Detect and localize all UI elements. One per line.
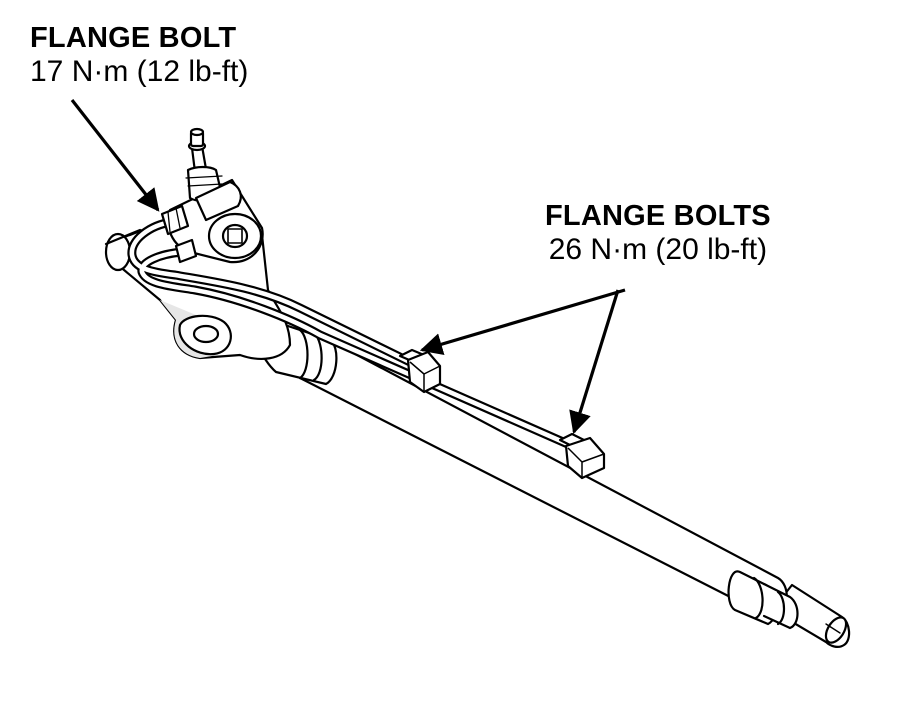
callout-flange-bolt: FLANGE BOLT 17 N·m (12 lb-ft) (30, 22, 248, 90)
callout-flange-bolts: FLANGE BOLTS 26 N·m (20 lb-ft) (545, 200, 771, 268)
arrow-flange-bolts-mid (419, 288, 626, 356)
flange-fittings (160, 204, 606, 480)
fitting-housing (174, 238, 198, 264)
rack-end-boot (727, 570, 799, 630)
callout-flange-bolts-title: FLANGE BOLTS (545, 200, 771, 232)
rack-housing-tube (298, 336, 788, 614)
callout-flange-bolts-torque: 26 N·m (20 lb-ft) (548, 233, 768, 267)
hydraulic-lines (127, 217, 575, 450)
callout-flange-bolt-title: FLANGE BOLT (30, 22, 237, 54)
flange-bolt-end (558, 432, 606, 480)
arrow-flange-bolts-end (569, 289, 620, 435)
flange-bolt-mid (398, 348, 442, 394)
flange-bolt-valve (160, 204, 190, 236)
callout-flange-bolt-torque: 17 N·m (12 lb-ft) (30, 55, 249, 89)
leader-arrows (70, 99, 626, 435)
arrow-flange-bolt (70, 99, 160, 212)
